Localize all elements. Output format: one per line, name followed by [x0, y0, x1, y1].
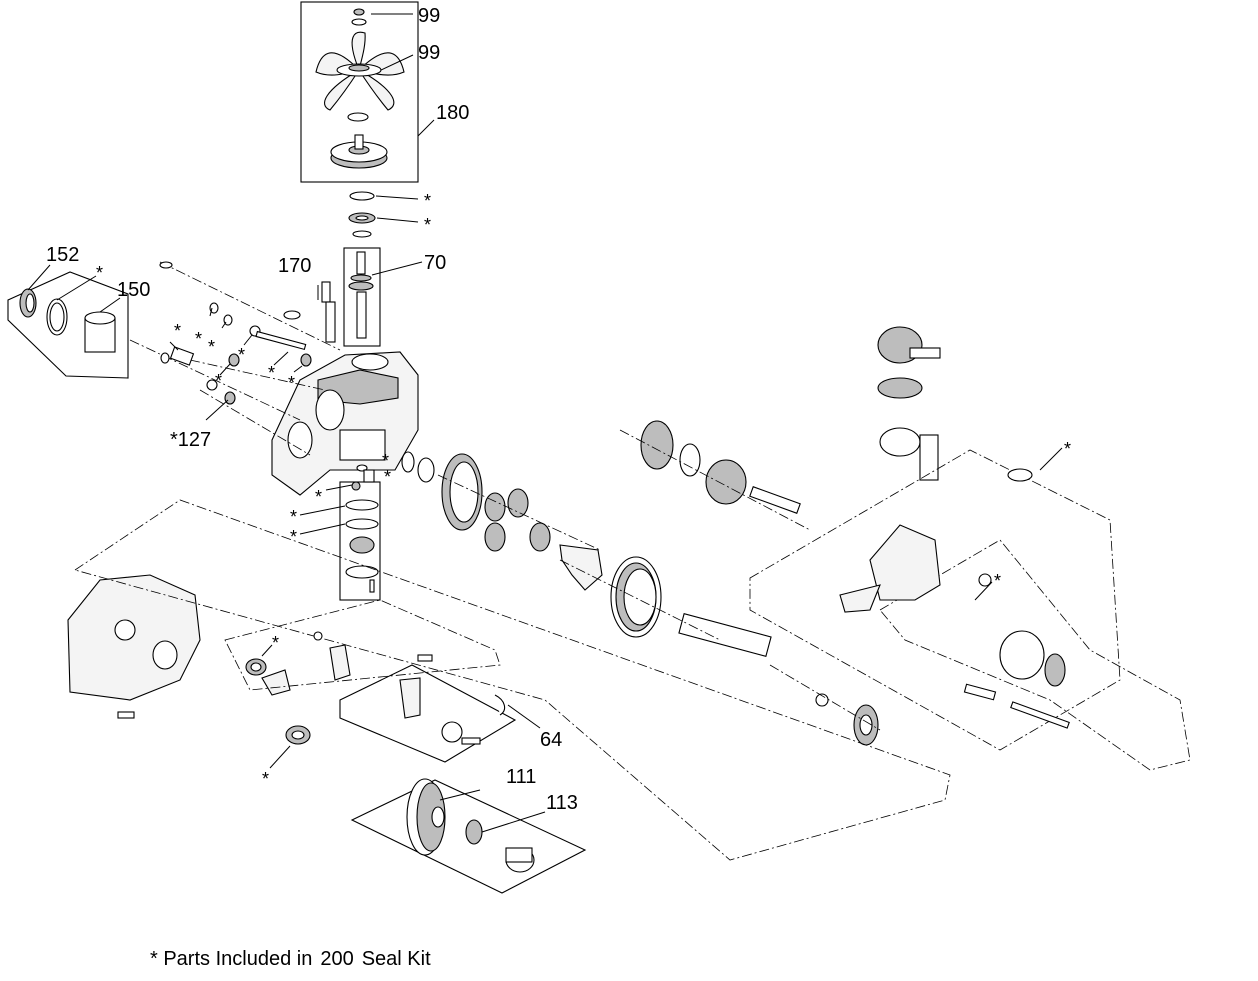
callout-111: 111	[506, 766, 537, 788]
footnote-kit-number: 200	[320, 948, 354, 970]
asterisk-callout: *	[994, 571, 1002, 591]
asterisk-callout: *	[424, 191, 432, 211]
lower-seal-stack	[299, 464, 381, 601]
footnote-suffix: Seal Kit	[361, 948, 431, 970]
asterisk-callout: *	[174, 321, 182, 341]
small-fittings-left	[159, 261, 336, 421]
callout-99-fan: 99	[418, 42, 441, 64]
callout-64: 64	[540, 729, 563, 751]
footnote-prefix: * Parts Included in	[150, 948, 313, 970]
asterisk-callout: *	[238, 345, 246, 365]
asterisk-callout: *	[195, 329, 203, 349]
pump-shaft-assembly	[619, 420, 811, 531]
brake-linkage	[339, 664, 541, 763]
asterisk-callout: *	[1064, 439, 1072, 459]
callout-70: 70	[424, 252, 447, 274]
callout-152: 152	[46, 244, 80, 266]
asterisk-callout: *	[96, 263, 104, 283]
callout-113: 113	[546, 792, 578, 814]
asterisk-callout: *	[208, 337, 216, 357]
callout-99-nut: 99	[418, 5, 441, 27]
asterisk-callout: *	[272, 633, 280, 653]
gear-train	[401, 451, 881, 746]
asterisk-callout: *	[268, 363, 276, 383]
input-shaft-assembly	[343, 247, 423, 347]
asterisk-callout: *	[262, 769, 270, 789]
lower-housing	[67, 499, 951, 861]
callout-180: 180	[436, 102, 470, 124]
lower-seals-brackets	[224, 599, 501, 769]
shaft-seals-upper	[348, 191, 419, 238]
asterisk-callout: *	[288, 373, 296, 393]
asterisk-callout: *	[290, 527, 298, 547]
asterisk-callout: *	[424, 215, 432, 235]
upper-housing	[129, 261, 419, 496]
asterisk-callout: *	[290, 507, 298, 527]
right-pump-group	[749, 326, 1191, 771]
callout-150: 150	[117, 279, 151, 301]
seal-kit-footnote: * Parts Included in 200 Seal Kit	[150, 948, 439, 971]
callout-170: 170	[278, 255, 312, 277]
filter-assembly	[7, 264, 129, 379]
fan-pulley-assembly	[300, 1, 435, 183]
callout-127: *127	[170, 429, 212, 451]
wheel-hub-assembly	[350, 778, 587, 894]
asterisk-callout: *	[315, 487, 323, 507]
asterisk-callout: *	[215, 371, 223, 391]
asterisk-callout: *	[382, 451, 390, 471]
asterisk-callout: *	[384, 467, 392, 487]
